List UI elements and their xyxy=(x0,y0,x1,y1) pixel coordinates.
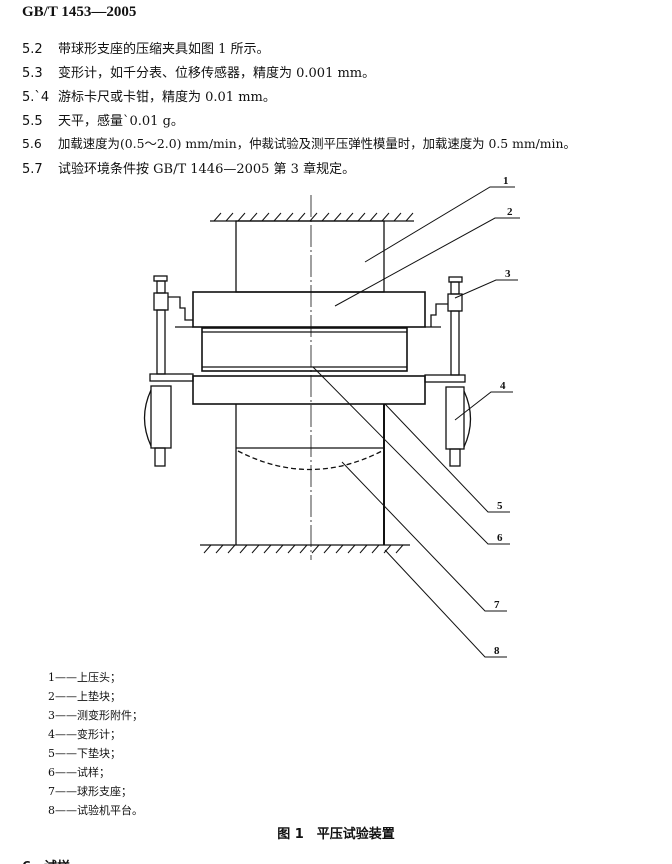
figure-caption: 图 1 平压试验装置 xyxy=(277,827,395,842)
legend-item: 1——上压头； xyxy=(48,671,121,684)
callout-4: 4 xyxy=(500,380,506,392)
standard-header: GB/T 1453—2005 xyxy=(22,4,137,20)
left-gauge xyxy=(143,275,194,467)
clause-text: 天平，感量`0.01 g。 xyxy=(58,114,184,129)
clause-number: 5.5 xyxy=(22,114,43,129)
right-gauge xyxy=(424,276,472,467)
leader-lines xyxy=(312,186,520,658)
clause-5-5: 5.5 天平，感量`0.01 g。 xyxy=(22,110,184,129)
clause-number: 5.6 xyxy=(22,136,42,151)
upper-head xyxy=(235,220,385,293)
callout-7: 7 xyxy=(494,599,500,611)
lower-hatch xyxy=(200,544,410,554)
section-heading: 6 试样 xyxy=(22,856,70,864)
clause-number: 5.`4 xyxy=(22,90,50,105)
legend-item: 8——试验机平台。 xyxy=(48,804,143,817)
upper-hatch xyxy=(210,212,414,222)
legend-item: 3——测变形附件； xyxy=(48,709,143,722)
clause-5-2: 5.2 带球形支座的压缩夹具如图 1 所示。 xyxy=(22,38,270,57)
clause-text: 游标卡尺或卡钳，精度为 0.01 mm。 xyxy=(58,90,276,105)
clause-text: 试验环境条件按 GB/T 1446—2005 第 3 章规定。 xyxy=(58,162,356,177)
callout-6: 6 xyxy=(497,532,503,544)
clause-number: 5.2 xyxy=(22,42,43,57)
specimen xyxy=(201,327,408,372)
legend-item: 4——变形计； xyxy=(48,728,121,741)
clause-number: 5.7 xyxy=(22,162,43,177)
clause-text: 变形计，如千分表、位移传感器，精度为 0.001 mm。 xyxy=(58,66,376,81)
callout-8: 8 xyxy=(494,645,500,657)
clause-5-4: 5.`4 游标卡尺或卡钳，精度为 0.01 mm。 xyxy=(22,86,276,105)
clause-5-3: 5.3 变形计，如千分表、位移传感器，精度为 0.001 mm。 xyxy=(22,62,375,81)
callout-3: 3 xyxy=(505,268,511,280)
legend-item: 5——下垫块； xyxy=(48,747,121,760)
upper-pad xyxy=(192,291,426,328)
lower-pad xyxy=(192,375,426,405)
legend-item: 6——试样； xyxy=(48,766,110,779)
callout-1: 1 xyxy=(503,175,509,187)
clause-text: 加载速度为(0.5～2.0) mm/min，仲裁试验及测平压弹性模量时，加载速度… xyxy=(58,136,576,151)
legend-item: 2——上垫块； xyxy=(48,690,121,703)
legend-item: 7——球形支座； xyxy=(48,785,132,798)
clause-5-7: 5.7 试验环境条件按 GB/T 1446—2005 第 3 章规定。 xyxy=(22,158,355,177)
callout-5: 5 xyxy=(497,500,503,512)
clause-text: 带球形支座的压缩夹具如图 1 所示。 xyxy=(58,42,270,57)
callout-2: 2 xyxy=(507,206,513,218)
clause-5-6: 5.6 加载速度为(0.5～2.0) mm/min，仲裁试验及测平压弹性模量时，加… xyxy=(22,134,576,152)
spherical-support xyxy=(235,404,385,545)
clause-number: 5.3 xyxy=(22,66,43,81)
